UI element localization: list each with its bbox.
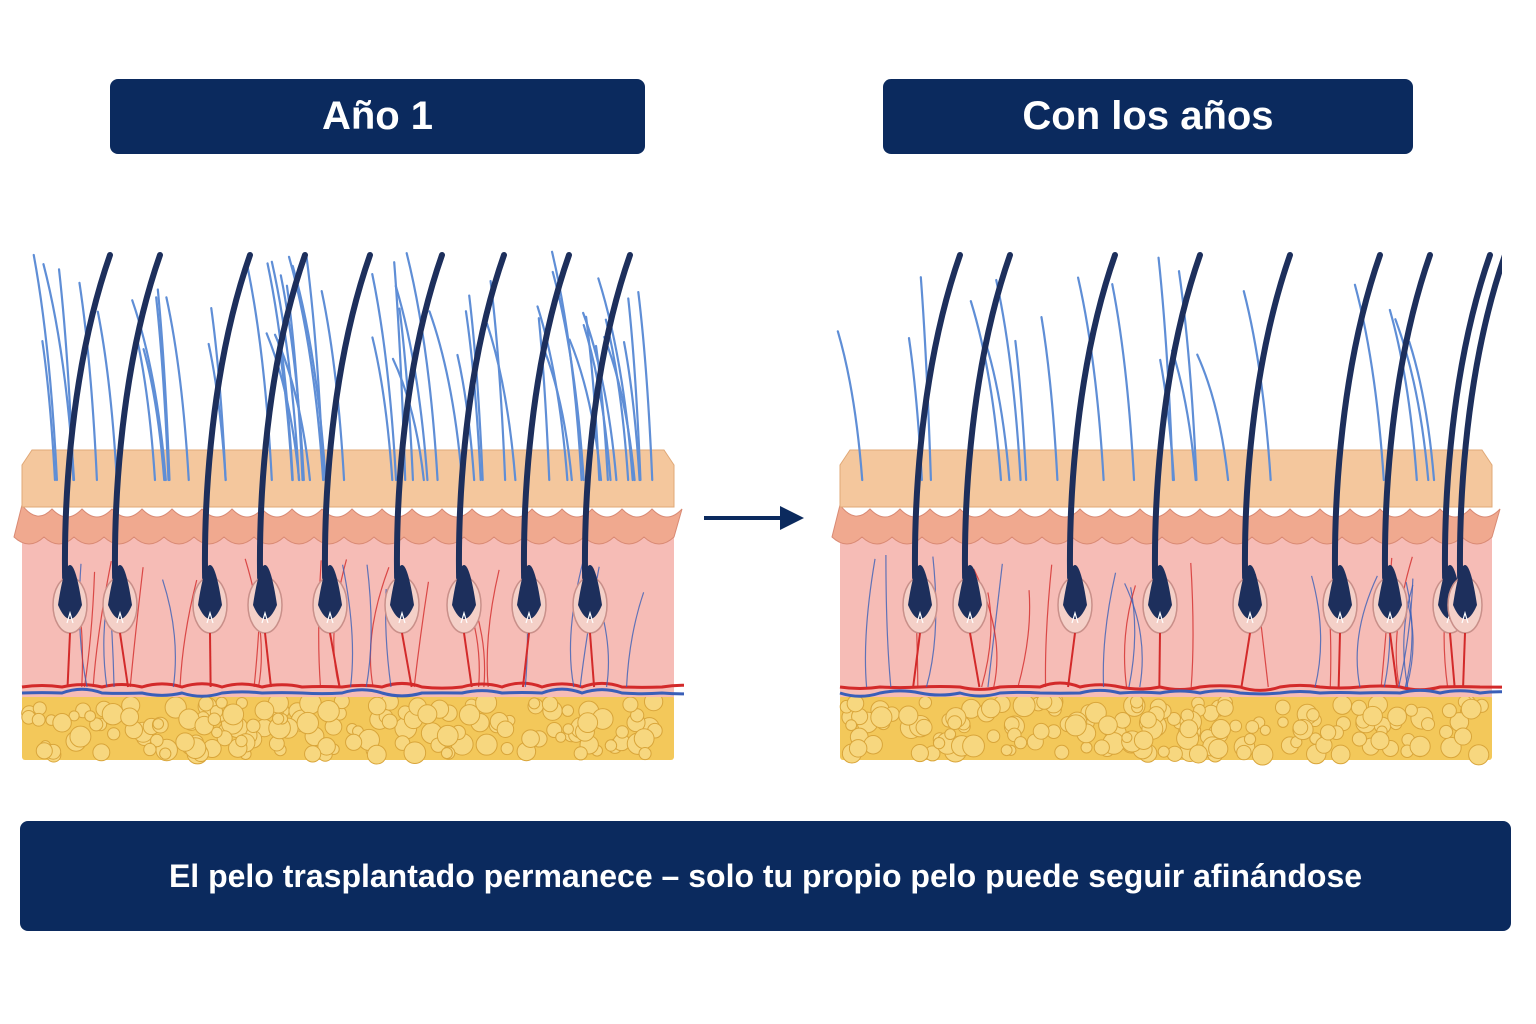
skin-surface [840, 450, 1492, 507]
caption-bar: El pelo trasplantado permanece – solo tu… [20, 821, 1511, 931]
arrow-right-icon [700, 500, 810, 536]
header-year-1-label: Año 1 [322, 94, 433, 139]
skin-cross-section-year-1 [12, 225, 684, 770]
skin-cross-section-over-the-years [830, 225, 1502, 770]
skin-diagram-over-the-years [830, 225, 1502, 770]
fine-hair [372, 274, 396, 480]
header-over-the-years-label: Con los años [1022, 94, 1273, 139]
skin-diagram-year-1 [12, 225, 684, 770]
caption-text: El pelo trasplantado permanece – solo tu… [169, 858, 1362, 895]
header-year-1: Año 1 [110, 79, 645, 154]
follicle-vessel [1159, 633, 1160, 687]
follicle-vessel [1339, 633, 1340, 687]
header-over-the-years: Con los años [883, 79, 1413, 154]
follicle-vessel [210, 633, 211, 687]
epidermis-band [832, 505, 1500, 544]
